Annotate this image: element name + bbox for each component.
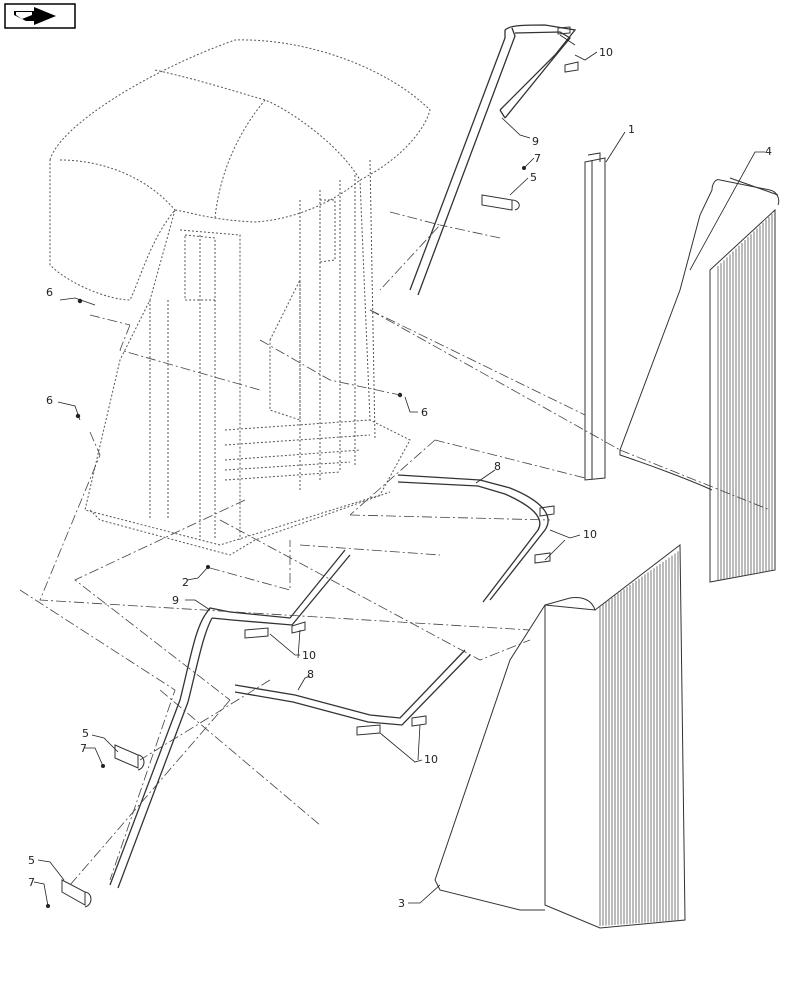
callout-9-upper: 9 [532, 135, 539, 148]
callout-2: 2 [182, 576, 189, 589]
cab-roof [49, 39, 431, 301]
part-5-latch-upper [481, 194, 520, 211]
part-3-fins [599, 551, 679, 926]
callout-5-bottom: 5 [28, 854, 35, 867]
callout-5-upper: 5 [530, 171, 537, 184]
callout-10-lower-right: 10 [424, 753, 438, 766]
callout-10-middle: 10 [583, 528, 597, 541]
part-4-side-panel [619, 177, 780, 583]
cab-frame [84, 159, 411, 556]
callout-7-middle: 7 [80, 742, 87, 755]
callout-1: 1 [628, 123, 635, 136]
callout-leaders [33, 34, 765, 907]
part-5-latch-bottom [61, 879, 92, 908]
callout-7-bottom: 7 [28, 876, 35, 889]
part-10-pads-bottom [356, 715, 427, 736]
callout-6-lower-left: 6 [46, 394, 53, 407]
assembly-phantom-lines [19, 211, 771, 886]
part-10-pads-mid [534, 505, 555, 564]
part-5-latch-middle [114, 744, 145, 771]
callout-6-upper-left: 6 [46, 286, 53, 299]
part-4-fins [717, 214, 773, 580]
callout-10-lower-left: 10 [302, 649, 316, 662]
part-10-pads-upper [557, 26, 579, 73]
part-8-bar-upper [397, 474, 549, 603]
callout-9-lower: 9 [172, 594, 179, 607]
callout-8-lower: 8 [307, 668, 314, 681]
part-1-vertical-strip [584, 152, 606, 481]
part-9-grab-bar-lower [109, 549, 351, 889]
part-9-grab-bar-upper [409, 24, 577, 296]
callout-3: 3 [398, 897, 405, 910]
next-page-arrow-icon [4, 3, 76, 29]
callout-8-upper: 8 [494, 460, 501, 473]
callout-10-upper: 10 [599, 46, 613, 59]
callout-5-middle: 5 [82, 727, 89, 740]
part-3-front-panel [434, 543, 686, 929]
callout-7-upper: 7 [534, 152, 541, 165]
callout-4: 4 [765, 145, 772, 158]
next-page-button[interactable] [4, 3, 76, 29]
part-8-bar-lower [234, 649, 471, 726]
callout-6-right: 6 [421, 406, 428, 419]
part-10-pads-lower [244, 621, 306, 639]
